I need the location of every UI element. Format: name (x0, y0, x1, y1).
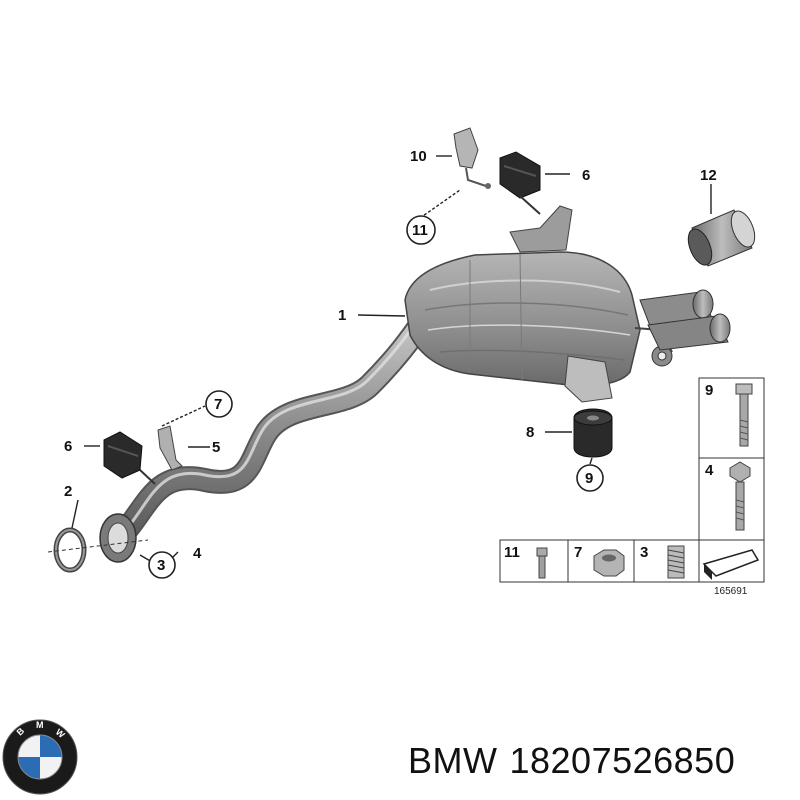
flange (99, 513, 137, 563)
bmw-logo-icon: B M W (2, 719, 78, 795)
reference-number: 165691 (714, 586, 748, 597)
table-label-3: 3 (640, 544, 648, 561)
bracket-left (157, 425, 183, 471)
gasket-ring (53, 527, 87, 573)
part-number: 18207526850 (509, 740, 736, 781)
callout-1: 1 (338, 307, 346, 324)
spring-3 (667, 545, 685, 579)
table-label-11: 11 (504, 544, 520, 561)
stud-11 (536, 547, 548, 579)
callout-4: 4 (193, 545, 202, 562)
svg-text:B: B (15, 725, 27, 737)
bolt-4 (729, 461, 751, 531)
callout-5: 5 (212, 439, 220, 456)
rubber-hanger-upper (499, 151, 541, 199)
callout-9: 9 (585, 470, 593, 487)
svg-text:M: M (36, 720, 44, 730)
exhaust-pipe (116, 306, 437, 540)
callout-2: 2 (64, 483, 72, 500)
callout-11: 11 (412, 222, 428, 239)
callout-8: 8 (526, 424, 534, 441)
table-label-9: 9 (705, 382, 713, 399)
tailpipes (639, 289, 731, 351)
rear-muffler (404, 205, 673, 403)
brand-name: BMW (408, 740, 498, 781)
direction-arrow-icon (702, 549, 760, 580)
upper-bracket (453, 127, 491, 189)
bolt-9 (735, 383, 753, 447)
callout-10: 10 (410, 148, 427, 165)
rubber-mount (573, 408, 613, 458)
callout-12: 12 (700, 167, 717, 184)
callout-7: 7 (214, 396, 222, 413)
callout-3: 3 (157, 557, 165, 574)
part-caption: BMW 18207526850 (408, 740, 747, 782)
callout-6-upper: 6 (582, 167, 590, 184)
callout-11-circle: 11 (406, 215, 436, 245)
nut-7 (593, 549, 625, 577)
table-label-7: 7 (574, 544, 582, 561)
leader-lines (71, 155, 712, 563)
callout-9-circle: 9 (576, 464, 604, 492)
tail-trim-sleeve (687, 209, 756, 267)
hardware-table: 9 4 11 7 3 (499, 377, 765, 583)
callout-3-circle: 3 (148, 551, 176, 579)
callout-6-left: 6 (64, 438, 72, 455)
rubber-hanger-left (103, 431, 143, 479)
callout-7-circle: 7 (205, 390, 233, 418)
table-label-4: 4 (705, 462, 714, 479)
